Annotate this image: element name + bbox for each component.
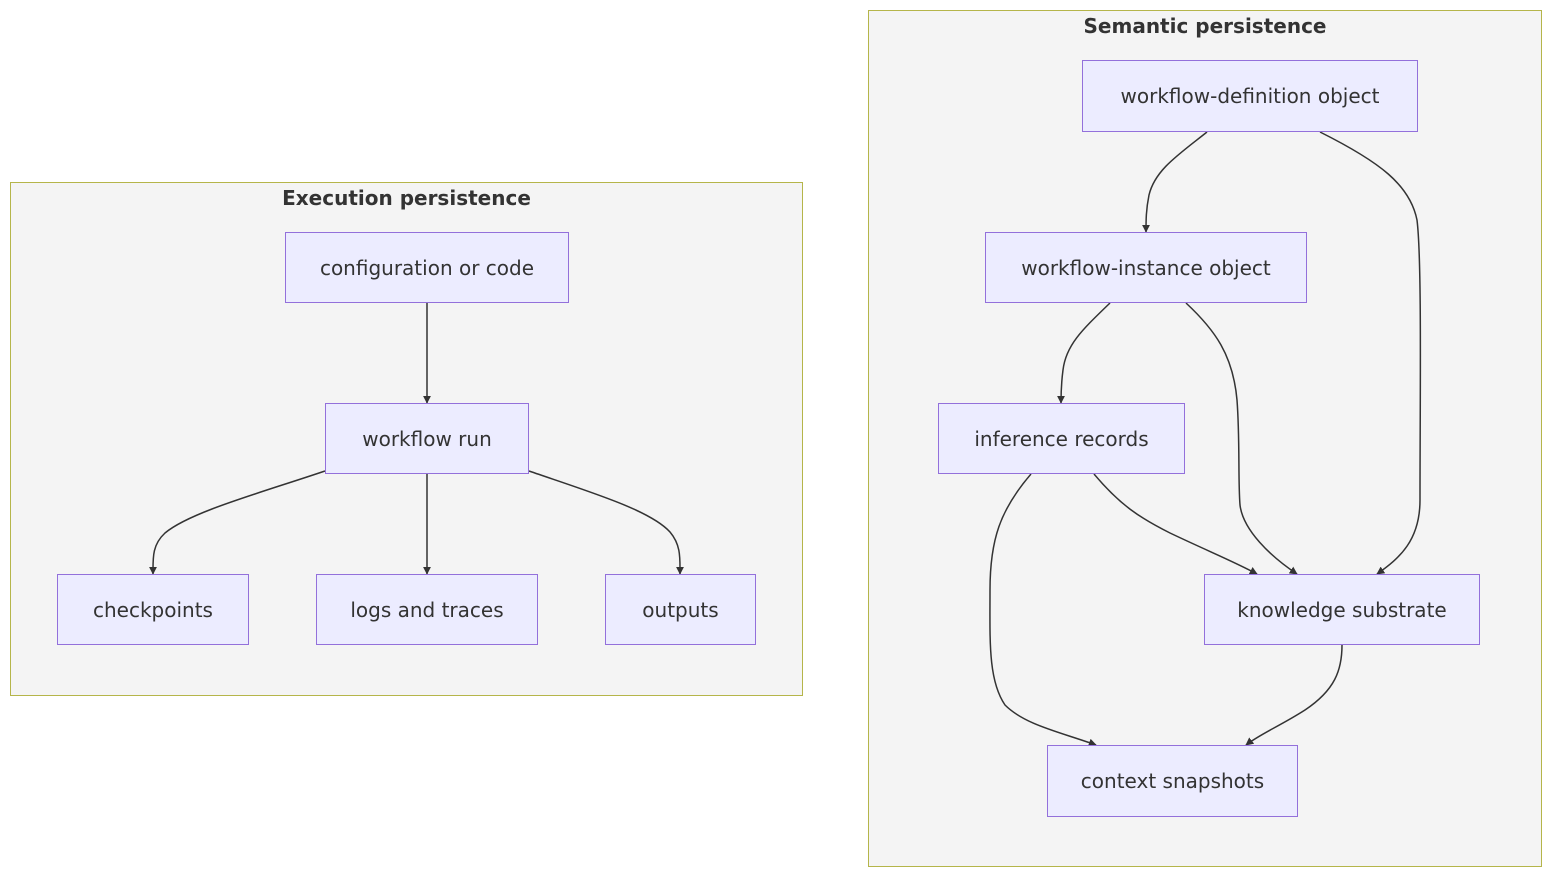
node-workflow-definition-object: workflow-definition object bbox=[1082, 60, 1418, 132]
node-outputs: outputs bbox=[605, 574, 756, 645]
cluster-title-execution: Execution persistence bbox=[282, 186, 531, 210]
cluster-title-semantic: Semantic persistence bbox=[1083, 14, 1327, 38]
node-label: workflow run bbox=[362, 426, 492, 451]
node-label: configuration or code bbox=[319, 255, 535, 280]
node-label: logs and traces bbox=[350, 597, 504, 622]
node-label: checkpoints bbox=[93, 597, 213, 622]
node-checkpoints: checkpoints bbox=[57, 574, 249, 645]
node-inference-records: inference records bbox=[938, 403, 1185, 474]
node-context-snapshots: context snapshots bbox=[1047, 745, 1298, 817]
node-workflow-run: workflow run bbox=[325, 403, 529, 474]
node-logs-and-traces: logs and traces bbox=[316, 574, 538, 645]
node-label: knowledge substrate bbox=[1237, 597, 1447, 622]
node-label: context snapshots bbox=[1080, 769, 1265, 793]
node-knowledge-substrate: knowledge substrate bbox=[1204, 574, 1480, 645]
node-label: workflow-definition object bbox=[1120, 84, 1380, 108]
node-label: outputs bbox=[642, 597, 719, 622]
node-configuration-or-code: configuration or code bbox=[285, 232, 569, 303]
node-label: inference records bbox=[974, 426, 1149, 451]
node-workflow-instance-object: workflow-instance object bbox=[985, 232, 1307, 303]
node-label: workflow-instance object bbox=[1021, 255, 1271, 280]
